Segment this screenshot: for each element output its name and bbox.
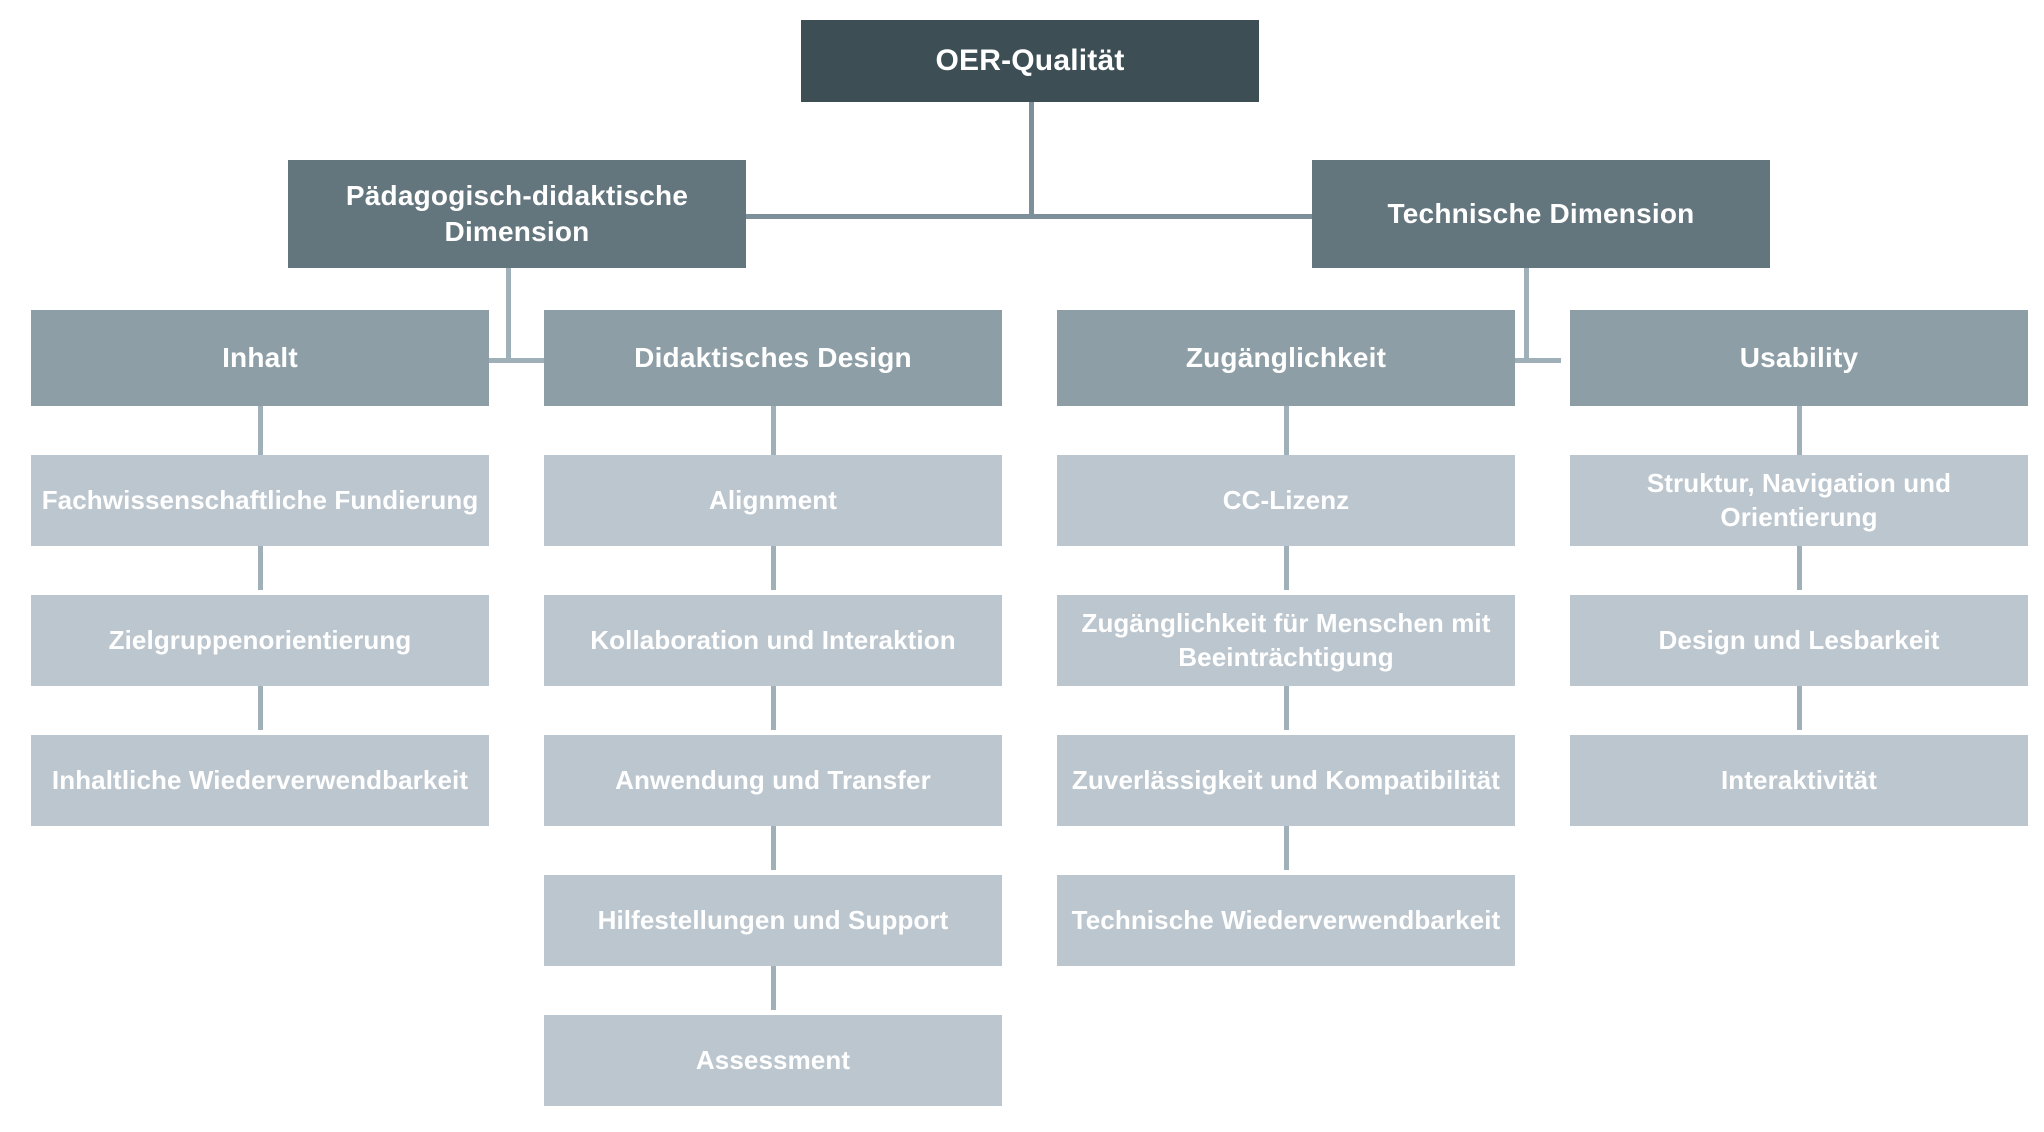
node-criterion-inhalt-2[interactable]: Inhaltliche Wiederverwendbarkeit [31,735,489,826]
node-criterion-zugaenglichkeit-2[interactable]: Zuverlässigkeit und Kompatibilität [1057,735,1515,826]
node-category-zugaenglichkeit[interactable]: Zugänglichkeit [1057,310,1515,406]
connector-dimension-spine [740,214,1312,219]
connector-c4-2 [1797,686,1802,730]
connector-right-category-spine [1497,358,1561,363]
connector-c2-1 [771,546,776,590]
connector-paedagogisch-down [506,267,511,362]
connector-c1-1 [258,546,263,590]
node-criterion-inhalt-0[interactable]: Fachwissenschaftliche Fundierung [31,455,489,546]
node-dimension-technisch[interactable]: Technische Dimension [1312,160,1770,268]
connector-root-down [1029,102,1034,218]
node-criterion-usability-1[interactable]: Design und Lesbarkeit [1570,595,2028,686]
connector-c3-2 [1284,686,1289,730]
node-root-oer-qualitaet[interactable]: OER-Qualität [801,20,1259,102]
node-criterion-didaktisches-design-4[interactable]: Assessment [544,1015,1002,1106]
node-criterion-zugaenglichkeit-0[interactable]: CC-Lizenz [1057,455,1515,546]
node-category-usability[interactable]: Usability [1570,310,2028,406]
connector-c1-2 [258,686,263,730]
connector-c2-2 [771,686,776,730]
connector-technische-down [1524,267,1529,362]
connector-c2-4 [771,966,776,1010]
node-criterion-zugaenglichkeit-1[interactable]: Zugänglichkeit für Menschen mit Beeinträ… [1057,595,1515,686]
node-criterion-didaktisches-design-3[interactable]: Hilfestellungen und Support [544,875,1002,966]
node-criterion-didaktisches-design-2[interactable]: Anwendung und Transfer [544,735,1002,826]
node-criterion-usability-0[interactable]: Struktur, Navigation und Orientierung [1570,455,2028,546]
node-category-inhalt[interactable]: Inhalt [31,310,489,406]
node-category-didaktisches-design[interactable]: Didaktisches Design [544,310,1002,406]
connector-left-category-spine [480,358,544,363]
connector-c3-1 [1284,546,1289,590]
node-dimension-paedagogisch-didaktisch[interactable]: Pädagogisch-didaktische Dimension [288,160,746,268]
connector-c2-3 [771,826,776,870]
connector-c4-1 [1797,546,1802,590]
connector-c3-3 [1284,826,1289,870]
node-criterion-inhalt-1[interactable]: Zielgruppenorientierung [31,595,489,686]
node-criterion-zugaenglichkeit-3[interactable]: Technische Wiederverwendbarkeit [1057,875,1515,966]
node-criterion-didaktisches-design-0[interactable]: Alignment [544,455,1002,546]
node-criterion-usability-2[interactable]: Interaktivität [1570,735,2028,826]
node-criterion-didaktisches-design-1[interactable]: Kollaboration und Interaktion [544,595,1002,686]
